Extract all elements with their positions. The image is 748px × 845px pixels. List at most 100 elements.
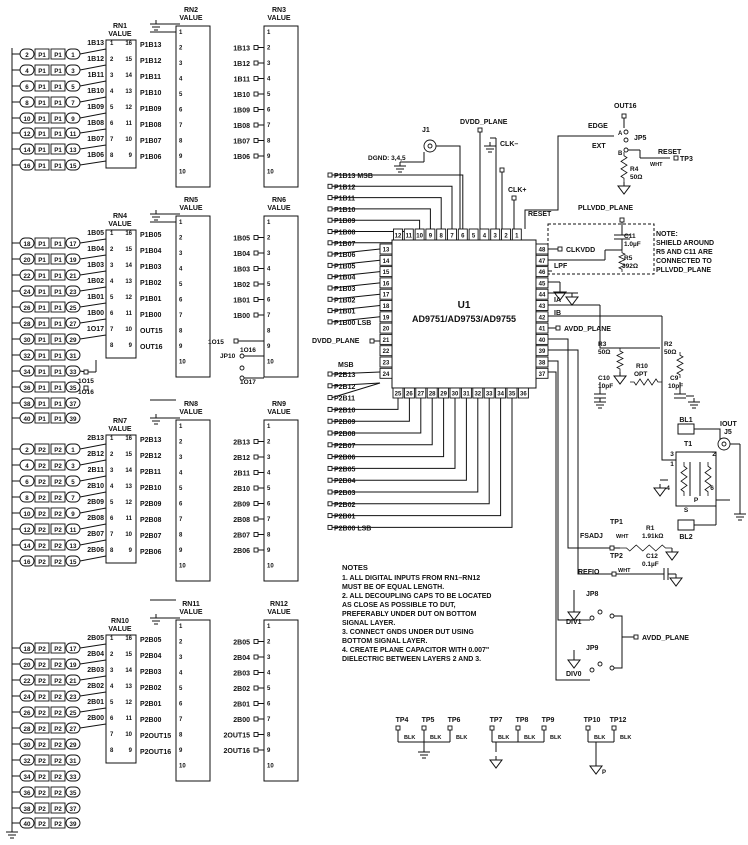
pin-number: 29	[70, 337, 77, 344]
ferrite-bead	[677, 519, 695, 531]
wire	[332, 208, 431, 229]
pin-box	[34, 817, 50, 829]
connector-label: P1	[54, 68, 62, 75]
network-name: RN3	[272, 7, 286, 14]
net-label: 2B00	[233, 717, 250, 724]
pin-number: 11	[70, 131, 77, 138]
pin-box	[50, 397, 66, 409]
wire	[331, 282, 381, 289]
net-label: 2B06	[87, 547, 104, 554]
pin-square	[253, 138, 259, 143]
pin-box	[50, 706, 66, 718]
pin-number: 5	[179, 486, 183, 492]
pin-number: 44	[539, 293, 546, 299]
pin-number: 10	[267, 170, 274, 176]
net-label: DGND: 3,4,5	[368, 155, 406, 162]
pin-box	[50, 770, 66, 782]
pin-number: 33	[486, 392, 493, 398]
pin-square	[327, 183, 333, 189]
connector-label: P2	[38, 821, 46, 828]
wire	[79, 318, 107, 324]
pin-number: 2	[267, 46, 271, 52]
pin-number: 16	[125, 41, 132, 47]
connector-label: P1	[38, 68, 46, 75]
network-value: VALUE	[108, 426, 132, 433]
pin-number: 1	[670, 461, 674, 468]
pin-box	[50, 817, 66, 829]
pin-number: 6	[110, 311, 114, 317]
pin-number: 3	[179, 251, 183, 257]
connector-label: P2	[38, 511, 46, 518]
pin-number: 32	[474, 392, 481, 398]
pin-square	[253, 250, 259, 256]
pin-number: 8	[267, 139, 271, 145]
tag: BLK	[456, 735, 467, 741]
pin-number: 16	[24, 559, 31, 566]
wire	[332, 197, 442, 229]
wire	[694, 428, 721, 444]
pin-square	[253, 532, 259, 537]
pin-square	[327, 251, 333, 257]
pin-box	[34, 317, 50, 329]
pin-square	[253, 60, 259, 66]
pin-oval	[19, 381, 35, 393]
pin-box	[50, 658, 66, 670]
pin-number: 10	[24, 116, 31, 123]
wire	[548, 360, 590, 621]
pin-number: 9	[179, 344, 183, 350]
pin-number: 38	[24, 401, 31, 408]
pin-number: 8	[440, 234, 444, 240]
wire	[331, 293, 381, 300]
pin-square	[327, 524, 333, 530]
pin-box	[379, 243, 393, 255]
bus-label: P1B04	[334, 275, 356, 282]
pin-oval	[65, 253, 81, 265]
pin-number: 1	[267, 624, 271, 630]
wire	[79, 691, 107, 697]
network-name: RN7	[113, 418, 127, 425]
pin-oval	[65, 333, 81, 345]
pin-box	[50, 802, 66, 814]
resistor-network	[105, 634, 137, 764]
pin-number: 3	[267, 61, 271, 67]
pin-oval	[65, 64, 81, 76]
connector-label: P2	[54, 774, 62, 781]
pin-oval	[19, 285, 35, 297]
pin-number: 9	[267, 154, 271, 160]
connector-label: P2	[54, 559, 62, 566]
pin-square	[621, 113, 627, 119]
pin-number: 34	[497, 392, 504, 398]
connector-label: P1	[38, 84, 46, 91]
connector-label: P2	[38, 559, 46, 566]
sip-network	[175, 419, 211, 582]
net-label: 1B12	[87, 56, 104, 63]
u1-name: U1	[458, 300, 471, 311]
pin-number: 15	[125, 247, 132, 253]
pin-oval	[65, 381, 81, 393]
pin-box	[535, 300, 549, 311]
pin-number: 33	[70, 774, 77, 781]
wire	[332, 398, 490, 505]
pin-box	[50, 507, 66, 519]
sip-network	[263, 619, 299, 782]
net-label: P2B02	[140, 685, 162, 692]
connector-label: P1	[54, 131, 62, 138]
net-label: P1B07	[140, 138, 162, 145]
pin-number: 23	[383, 361, 390, 367]
net-label: OUT15	[140, 328, 163, 335]
pin-box	[50, 674, 66, 686]
pin-number: 6	[179, 702, 183, 708]
pin-number: 8	[110, 343, 114, 349]
pin-box	[50, 555, 66, 567]
pin-square	[253, 732, 259, 737]
connector-label: P1	[38, 100, 46, 107]
resistor	[704, 462, 712, 496]
pin-number: 25	[70, 305, 77, 312]
pin-number: 3	[110, 263, 114, 269]
wire	[332, 398, 410, 422]
pin-number: 3	[267, 655, 271, 661]
part-label: R10	[636, 363, 648, 370]
pin-number: 18	[383, 304, 390, 310]
wire	[331, 316, 381, 323]
pin-number: 10	[267, 360, 274, 366]
